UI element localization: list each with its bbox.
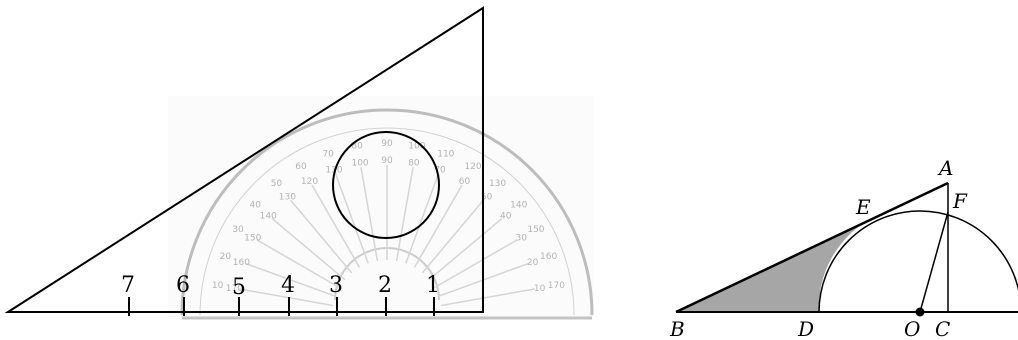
protractor-ray [334,173,369,264]
semicircle-arc [818,210,1018,313]
protractor-outer-label: 100 [408,142,425,152]
protractor-inner-label: 90 [381,156,393,166]
protractor-inner-label: 70 [434,165,446,175]
line-ba [675,181,949,314]
ruler-label-4: 4 [281,273,295,298]
point-label-f: F [952,189,968,213]
point-label-a: A [937,156,953,180]
ruler-label-1: 1 [426,273,440,298]
protractor-outer-label: 40 [250,200,262,210]
protractor-outer-label: 110 [437,149,454,159]
protractor-outer-label: 130 [489,179,506,189]
protractor-inner-label: 50 [481,192,493,202]
protractor-outer-label: 170 [548,281,565,291]
ruler-label-3: 3 [329,273,343,298]
protractor-rays [239,165,535,307]
point-label-b: B [669,317,685,340]
protractor-inner-arc [199,127,575,316]
protractor-outer-label: 150 [527,225,544,235]
ruler-label-2: 2 [378,273,392,298]
protractor-outer-label: 160 [540,252,557,262]
protractor-ray [290,199,353,274]
point-label-d: D [797,317,814,340]
protractor-outer-label: 30 [232,225,244,235]
right-geometry-figure: A B C D E F O [669,156,1018,340]
protractor-ray [441,288,535,307]
protractor-outer-label: 140 [510,200,527,210]
protractor-outer-label: 10 [212,281,224,291]
protractor-inner-label: 120 [301,177,318,187]
protractor-inner-label: 130 [279,192,296,202]
protractor-inner-label: 20 [527,258,539,268]
protractor-ray [405,173,440,264]
protractor-ray [421,199,484,274]
protractor-inner-label: 60 [459,177,471,187]
protractor-inner-label: 160 [233,258,250,268]
protractor-ray [360,167,379,261]
protractor-ray [239,288,333,307]
protractor-ray [395,167,414,261]
protractor-outer-label: 60 [295,162,307,172]
protractor-outer-label: 80 [351,142,363,152]
protractor-outer-label: 20 [220,252,232,262]
line-of [919,211,949,313]
protractor-ray [256,239,340,289]
protractor-inner-label: 10 [534,284,546,294]
protractor-inner-label: 170 [226,284,243,294]
ruler-label-7: 7 [121,273,135,298]
protractor-inner-label: 150 [244,234,261,244]
point-label-o: O [904,317,920,340]
protractor-inner-label: 40 [500,211,512,221]
protractor-outer-arc [180,108,594,316]
point-label-c: C [935,317,950,340]
protractor-ray [428,218,503,281]
protractor-inner-label: 100 [351,158,368,168]
protractor-outer-label: 70 [322,149,334,159]
ruler-label-5: 5 [232,275,246,300]
set-square-triangle [4,6,484,313]
protractor-ray [311,184,361,268]
point-label-e: E [855,195,871,219]
protractor-ray [245,262,336,297]
protractor-outer-label: 50 [271,179,283,189]
protractor-inner-label: 140 [260,211,277,221]
protractor-ray [413,184,463,268]
protractor-outer-label: 120 [464,162,481,172]
protractor-ray [271,218,346,281]
protractor-outer-label: 90 [381,139,393,149]
protractor-inner-label: 80 [408,158,420,168]
center-point-o [915,307,925,317]
protractor-ray [434,239,518,289]
ruler-ticks [128,297,435,316]
ruler-label-6: 6 [176,273,190,298]
protractor-inner-label: 30 [516,234,528,244]
measured-circle [332,131,440,239]
